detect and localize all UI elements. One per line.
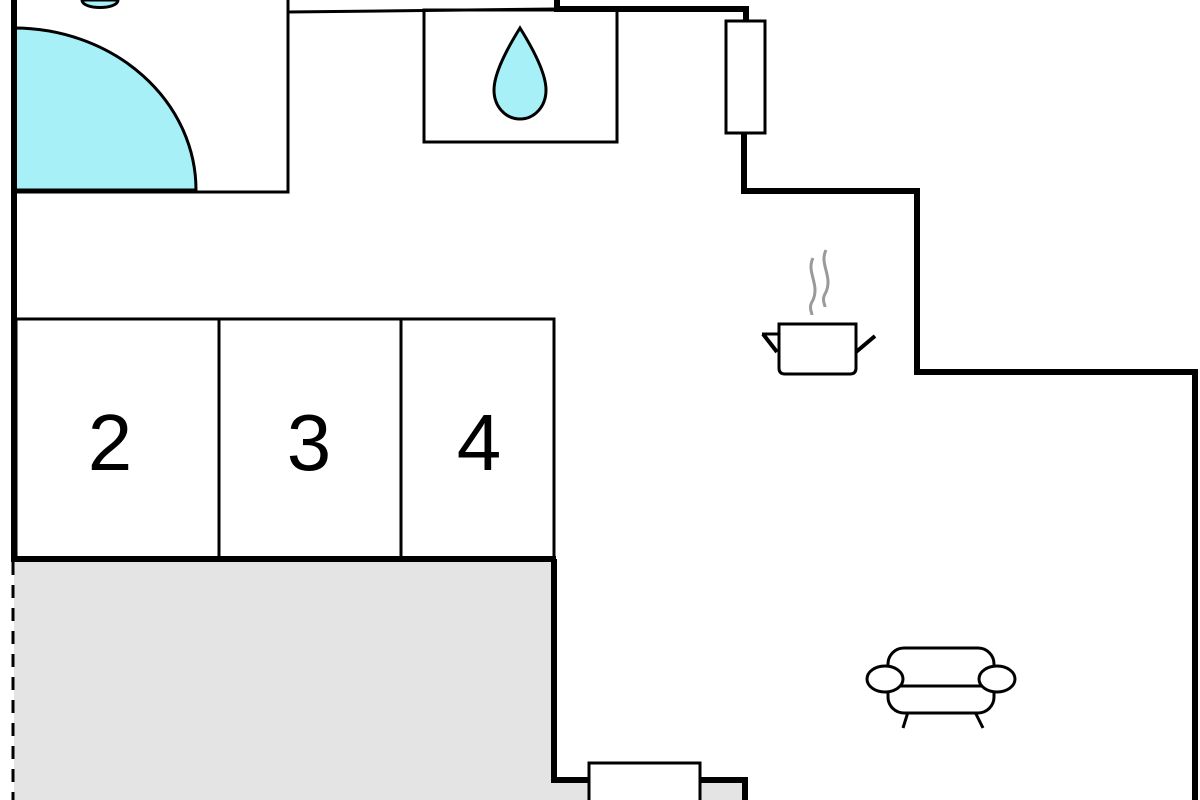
cooking-pot-icon (761, 249, 877, 376)
bedrooms: 2 3 4 (14, 317, 556, 560)
water-drop-icon (492, 25, 548, 121)
sink-box (422, 8, 619, 144)
window-top (724, 19, 767, 135)
room-2-label: 2 (88, 398, 133, 487)
armchair-icon (865, 646, 1017, 729)
partial-drop-icon (80, 0, 120, 9)
room-3-label: 3 (287, 398, 332, 487)
bathroom-wall (14, 0, 290, 194)
bathroom (12, 0, 290, 194)
window-bottom (587, 761, 702, 800)
top-partition (287, 7, 557, 14)
shower-tray (12, 26, 198, 192)
room-4-label: 4 (457, 398, 502, 487)
